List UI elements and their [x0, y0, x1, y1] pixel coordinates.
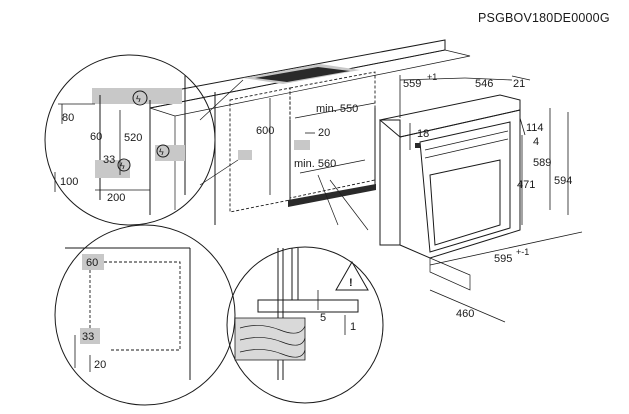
cabinet-height-label: 600	[256, 125, 274, 137]
oven-door-open-label: 460	[456, 308, 474, 320]
warning-icon	[335, 260, 369, 291]
tl-d100-label: 100	[60, 176, 78, 188]
bl-d60-label: 60	[86, 257, 98, 269]
cabinet-perspective: 600 min. 550 min. 560 20	[149, 39, 471, 231]
oven-top-label: 114	[526, 122, 544, 134]
power-icon-right: ϟ	[159, 147, 164, 157]
oven-front-label: 21	[513, 78, 525, 90]
oven-width-tol: +1	[427, 72, 437, 82]
br-d5-label: 5	[320, 312, 326, 324]
cabinet-width-label: min. 550	[316, 103, 358, 115]
detail-bottom-right: 5 1 !	[226, 246, 384, 404]
detail-bottom-left: 60 33 20	[54, 224, 236, 406]
oven-width-label: 559	[403, 78, 421, 90]
oven-front-width-label: 595	[494, 253, 512, 265]
bl-d33-label: 33	[82, 331, 94, 343]
warning-exclamation-icon: !	[349, 277, 353, 289]
cabinet-gap-label: 20	[318, 127, 330, 139]
br-d1-label: 1	[350, 321, 356, 333]
oven-front-width-tol: +-1	[516, 247, 529, 257]
oven-top2-label: 4	[533, 136, 539, 148]
power-icon-bottom: ϟ	[120, 161, 125, 171]
model-code: PSGBOV180DE0000G	[478, 11, 610, 25]
bl-d20-label: 20	[94, 359, 106, 371]
oven-depth-label: 546	[475, 78, 493, 90]
tl-d520-label: 520	[124, 132, 142, 144]
oven-inner-height-label: 471	[517, 179, 535, 191]
oven-height-label: 594	[554, 175, 572, 187]
cabinet-depth-label: min. 560	[294, 158, 336, 170]
detail-top-left: ϟ ϟ ϟ 80 60 520 33 100 200	[44, 54, 216, 226]
tl-d80-label: 80	[62, 112, 74, 124]
oven-body-height-label: 589	[533, 157, 551, 169]
tl-d200-label: 200	[107, 192, 125, 204]
oven-drawing: 559 +1 546 21 594 589 471 114 4 18 595 +…	[378, 72, 583, 323]
oven-side-label: 18	[417, 128, 429, 140]
tl-d33-label: 33	[103, 154, 115, 166]
tl-d60-label: 60	[90, 131, 102, 143]
power-icon-top: ϟ	[136, 94, 141, 104]
